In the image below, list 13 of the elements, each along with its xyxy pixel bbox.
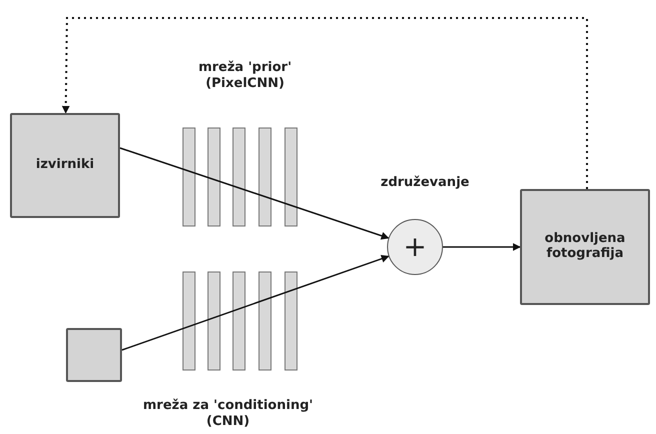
input-box (66, 328, 122, 382)
arrow (120, 147, 390, 240)
dotted-arrow (62, 17, 588, 189)
arrow (122, 254, 390, 351)
node-caption: združevanje (380, 175, 470, 191)
network-label: mreža za 'conditioning' (CNN) (142, 398, 314, 430)
network-label: mreža 'prior' (PixelCNN) (197, 60, 293, 92)
arrow (443, 243, 521, 251)
node-label: obnovljena fotografija (544, 232, 626, 262)
process-box (520, 189, 650, 305)
process-box (10, 113, 120, 218)
node-label: izvirniki (36, 158, 94, 173)
plus-sign: + (403, 233, 427, 261)
